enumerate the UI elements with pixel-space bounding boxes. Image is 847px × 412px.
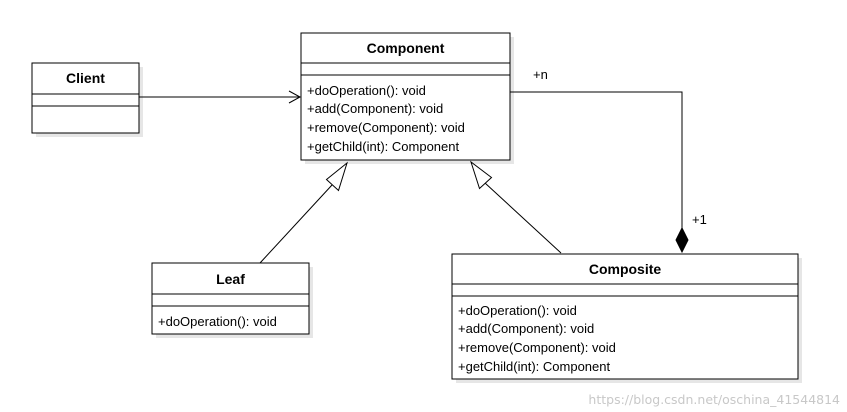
component-member: +remove(Component): void xyxy=(307,120,465,135)
composite-class: Composite +doOperation(): void +add(Comp… xyxy=(451,253,802,383)
component-class-name: Component xyxy=(367,40,445,56)
composite-member: +add(Component): void xyxy=(458,321,594,336)
open-arrowhead xyxy=(288,90,302,104)
composite-member: +remove(Component): void xyxy=(458,340,616,355)
multiplicity-one: +1 xyxy=(692,212,707,227)
composition-association: +n +1 xyxy=(510,67,707,254)
component-member: +doOperation(): void xyxy=(307,83,426,98)
inheritance-triangle xyxy=(470,160,493,190)
leaf-class-name: Leaf xyxy=(216,271,245,287)
client-component-association xyxy=(139,90,302,104)
composition-diamond xyxy=(675,226,689,254)
composite-generalization xyxy=(470,160,562,254)
composite-member: +doOperation(): void xyxy=(458,303,577,318)
leaf-class: Leaf +doOperation(): void xyxy=(151,262,313,338)
client-class: Client xyxy=(31,62,143,137)
multiplicity-n: +n xyxy=(533,67,548,82)
watermark: https://blog.csdn.net/oschina_41544814 xyxy=(588,392,840,407)
client-class-name: Client xyxy=(66,70,105,86)
leaf-generalization xyxy=(259,161,348,264)
component-class: Component +doOperation(): void +add(Comp… xyxy=(300,32,514,164)
inheritance-triangle xyxy=(325,161,348,192)
composite-member: +getChild(int): Component xyxy=(458,359,610,374)
component-member: +add(Component): void xyxy=(307,101,443,116)
leaf-member: +doOperation(): void xyxy=(158,314,277,329)
composite-class-name: Composite xyxy=(589,261,662,277)
component-member: +getChild(int): Component xyxy=(307,139,459,154)
